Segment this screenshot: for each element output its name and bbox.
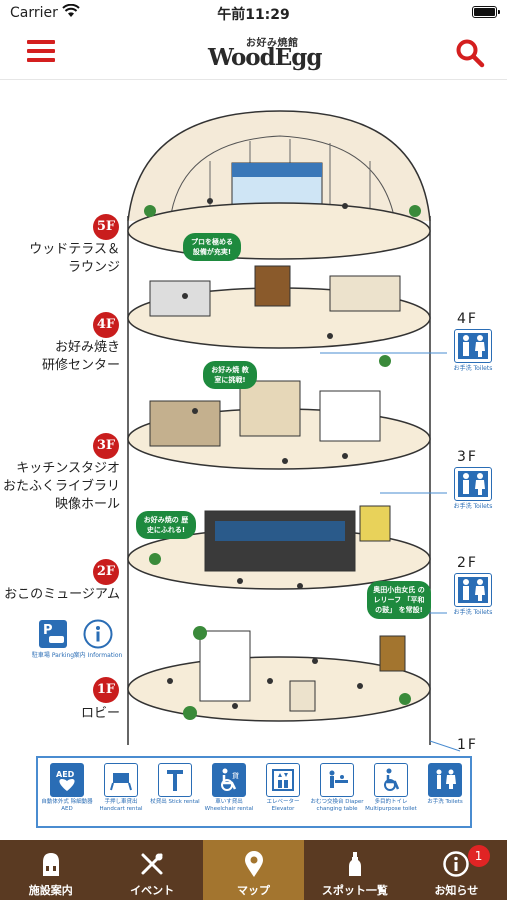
speech-bubble-2f: 奥田小由女氏 のレリーフ 「平和の鼓」 を常設! <box>367 581 431 619</box>
svg-text:貸: 貸 <box>232 771 239 780</box>
legend-multipurpose-toilet: 多目的トイレ Multipurpose toilet <box>364 763 418 813</box>
tab-label: お知らせ <box>434 884 479 897</box>
toilet-icon <box>428 763 462 797</box>
nav-bar: お好み焼館 WoodEgg <box>0 26 507 80</box>
elevator-icon <box>266 763 300 797</box>
tab-facility-guide[interactable]: 施設案内 <box>0 840 101 900</box>
floor-label-5f[interactable]: ウッドテラス＆ ラウンジ <box>29 241 120 277</box>
floor-name-line: 映像ホール <box>54 497 120 512</box>
toilet-icon-2f[interactable] <box>454 573 492 607</box>
legend-wheelchair-rental: 貸 車いす貸出 Wheelchair rental <box>202 763 256 813</box>
legend-stick: 杖貸出 Stick rental <box>148 763 202 806</box>
legend-caption: エレベーター Elevator <box>266 799 300 812</box>
tab-map[interactable]: マップ <box>202 840 305 900</box>
floor-name-line: キッチンスタジオ <box>16 461 120 476</box>
multipurpose-toilet-icon <box>374 763 408 797</box>
floor-name-line: おたふくライブラリ <box>2 479 120 494</box>
tab-notices[interactable]: お知らせ 1 <box>406 840 507 900</box>
floor-label-3f[interactable]: キッチンスタジオ おたふくライブラリ 映像ホール <box>3 460 120 514</box>
legend-caption: 車いす貸出 Wheelchair rental <box>204 799 254 812</box>
handcart-icon <box>104 763 138 797</box>
svg-text:P: P <box>43 623 53 638</box>
tab-events[interactable]: イベント <box>101 840 202 900</box>
legend-caption: 自動体外式 除細動器 AED <box>41 799 93 812</box>
toilet-caption-4f: お手洗 Toilets <box>453 365 493 372</box>
legend-elevator: エレベーター Elevator <box>256 763 310 813</box>
tab-spot-list[interactable]: スポット一覧 <box>304 840 405 900</box>
legend-aed: AED 自動体外式 除細動器 AED <box>40 763 94 813</box>
floor-name-line: 研修センター <box>41 358 120 373</box>
building-illustration <box>127 110 461 752</box>
status-bar: Carrier 午前11:29 <box>0 0 507 26</box>
bottle-icon <box>348 852 361 876</box>
floor-name-line: おこのミュージアム <box>4 587 120 602</box>
stick-icon <box>158 763 192 797</box>
tab-label: マップ <box>237 884 271 897</box>
floor-name-line: ラウンジ <box>67 260 120 275</box>
tab-label: 施設案内 <box>28 884 73 897</box>
search-icon[interactable] <box>455 38 485 68</box>
logo-subtitle: お好み焼館 <box>246 38 299 49</box>
floor-badge-1f[interactable]: 1F <box>93 677 119 703</box>
speech-bubble-5f: プロを極める 設備が充実! <box>183 233 241 261</box>
parking-icon[interactable]: P <box>38 619 68 649</box>
floor-name-line: お好み焼き <box>54 340 120 355</box>
tab-label: スポット一覧 <box>321 884 388 897</box>
utensils-icon <box>141 853 163 875</box>
app-logo: お好み焼館 WoodEgg <box>208 34 322 74</box>
toilet-icon-4f[interactable] <box>454 329 492 363</box>
floor-badge-2f[interactable]: 2F <box>93 559 119 585</box>
notification-badge: 1 <box>467 845 490 867</box>
toilet-floor-2f: 2F <box>457 555 478 571</box>
battery-icon <box>472 6 500 18</box>
tab-bar: 施設案内 イベント マップ スポット一覧 お知らせ 1 <box>0 840 507 900</box>
clock: 午前11:29 <box>217 7 290 23</box>
legend-handcart: 手押し車貸出 Handcart rental <box>94 763 148 813</box>
legend-caption: 多目的トイレ Multipurpose toilet <box>365 799 417 812</box>
information-caption: 案内 Information <box>73 652 123 659</box>
toilet-caption-2f: お手洗 Toilets <box>453 609 493 616</box>
toilet-floor-4f: 4F <box>457 311 478 327</box>
wheelchair-rental-icon: 貸 <box>212 763 246 797</box>
floor-map[interactable]: プロを極める 設備が充実! お好み焼 教室に挑戦! お好み焼の 歴史にふれる! … <box>0 81 507 840</box>
speech-bubble-3f: お好み焼の 歴史にふれる! <box>136 511 196 539</box>
wifi-icon <box>62 4 80 17</box>
floor-label-4f[interactable]: お好み焼き 研修センター <box>42 339 120 375</box>
information-icon[interactable] <box>83 619 113 649</box>
floor-label-2f[interactable]: おこのミュージアム <box>4 586 120 604</box>
map-pin-icon <box>244 851 263 877</box>
legend-caption: お手洗 Toilets <box>427 799 463 805</box>
floor-name-line: ウッドテラス＆ <box>29 242 120 257</box>
legend-caption: 手押し車貸出 Handcart rental <box>99 799 143 812</box>
floor-num-1f: 1F <box>457 737 478 753</box>
diaper-table-icon <box>320 763 354 797</box>
speech-bubble-4f: お好み焼 教室に挑戦! <box>203 361 257 389</box>
tab-label: イベント <box>130 884 175 897</box>
floor-badge-3f[interactable]: 3F <box>93 433 119 459</box>
facility-legend: AED 自動体外式 除細動器 AED 手押し車貸出 Handcart renta… <box>36 756 472 828</box>
floor-label-1f[interactable]: ロビー <box>81 705 120 723</box>
toilet-floor-3f: 3F <box>457 449 478 465</box>
hamburger-menu-icon[interactable] <box>27 40 55 66</box>
legend-diaper-table: おむつ交換台 Diaper changing table <box>310 763 364 813</box>
building-icon <box>42 853 59 876</box>
floor-badge-5f[interactable]: 5F <box>93 214 119 240</box>
info-icon <box>443 851 470 877</box>
legend-caption: おむつ交換台 Diaper changing table <box>310 799 364 812</box>
legend-caption: 杖貸出 Stick rental <box>150 799 200 805</box>
aed-icon: AED <box>50 763 84 797</box>
logo-wordmark: WoodEgg <box>208 44 322 71</box>
carrier-label: Carrier <box>10 5 58 21</box>
floor-badge-4f[interactable]: 4F <box>93 312 119 338</box>
legend-toilet: お手洗 Toilets <box>418 763 472 806</box>
parking-caption: 駐車場 Parking <box>31 652 75 659</box>
toilet-caption-3f: お手洗 Toilets <box>453 503 493 510</box>
svg-text:AED: AED <box>56 770 75 779</box>
toilet-icon-3f[interactable] <box>454 467 492 501</box>
floor-name-line: ロビー <box>80 706 120 721</box>
